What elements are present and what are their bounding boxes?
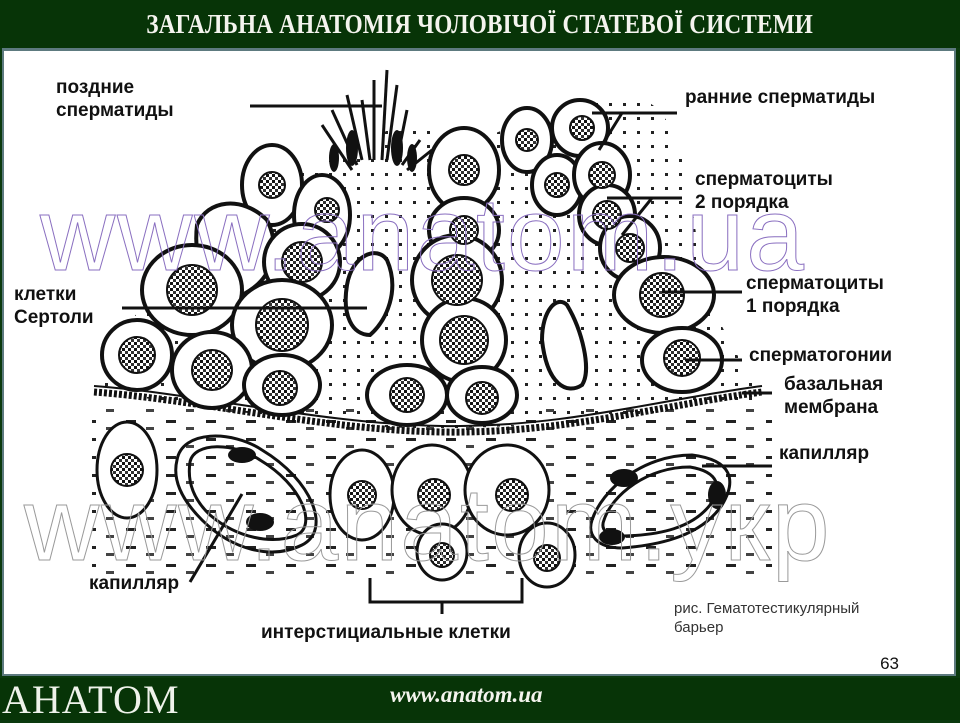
label-line: Сертоли — [14, 307, 94, 328]
footer-url[interactable]: www.anatom.ua — [390, 682, 543, 707]
label-line: 1 порядка — [746, 296, 840, 317]
label-capillary-left: капилляр — [89, 573, 180, 594]
caption-line: барьер — [674, 619, 724, 636]
label-early-spermatids: ранние сперматиды — [685, 87, 876, 108]
label-sertoli-cells: клетки Сертоли — [14, 283, 94, 329]
blood-testis-barrier-diagram — [92, 69, 772, 614]
label-line: базальная — [784, 374, 884, 395]
label-spermatogonia: сперматогонии — [749, 345, 893, 366]
label-line: 2 порядка — [695, 192, 789, 213]
label-capillary-right: капилляр — [779, 443, 870, 464]
label-line: сперматиды — [56, 100, 174, 121]
label-line: клетки — [14, 284, 77, 305]
label-interstitial-cells: интерстициальные клетки — [261, 622, 511, 643]
figure-caption: рис. Гематотестикулярный барьер — [674, 599, 859, 637]
label-basal-membrane: базальная мембрана — [784, 373, 883, 419]
label-spermatocytes-2: сперматоциты 2 порядка — [695, 168, 833, 214]
label-line: сперматоциты — [746, 273, 884, 294]
label-line: поздние — [56, 77, 135, 98]
label-late-spermatids: поздние сперматиды — [56, 76, 174, 122]
caption-line: рис. Гематотестикулярный — [674, 600, 860, 617]
slide-title: ЗАГАЛЬНА АНАТОМІЯ ЧОЛОВІЧОЇ СТАТЕВОЇ СИС… — [146, 8, 814, 39]
label-line: сперматоциты — [695, 169, 833, 190]
page-number: 63 — [880, 654, 899, 673]
anatom-logo: АНАТОМ — [2, 676, 180, 722]
label-line: мембрана — [784, 397, 879, 418]
title-bar: ЗАГАЛЬНА АНАТОМІЯ ЧОЛОВІЧОЇ СТАТЕВОЇ СИС… — [0, 0, 960, 48]
label-spermatocytes-1: сперматоциты 1 порядка — [746, 272, 884, 318]
logo-text: АНАТОМ — [2, 676, 180, 722]
footer-bar: АНАТОМ www.anatom.ua — [0, 676, 960, 722]
slide-content: www.anatom.ua www.anatom.укр поздние спе… — [2, 48, 956, 676]
